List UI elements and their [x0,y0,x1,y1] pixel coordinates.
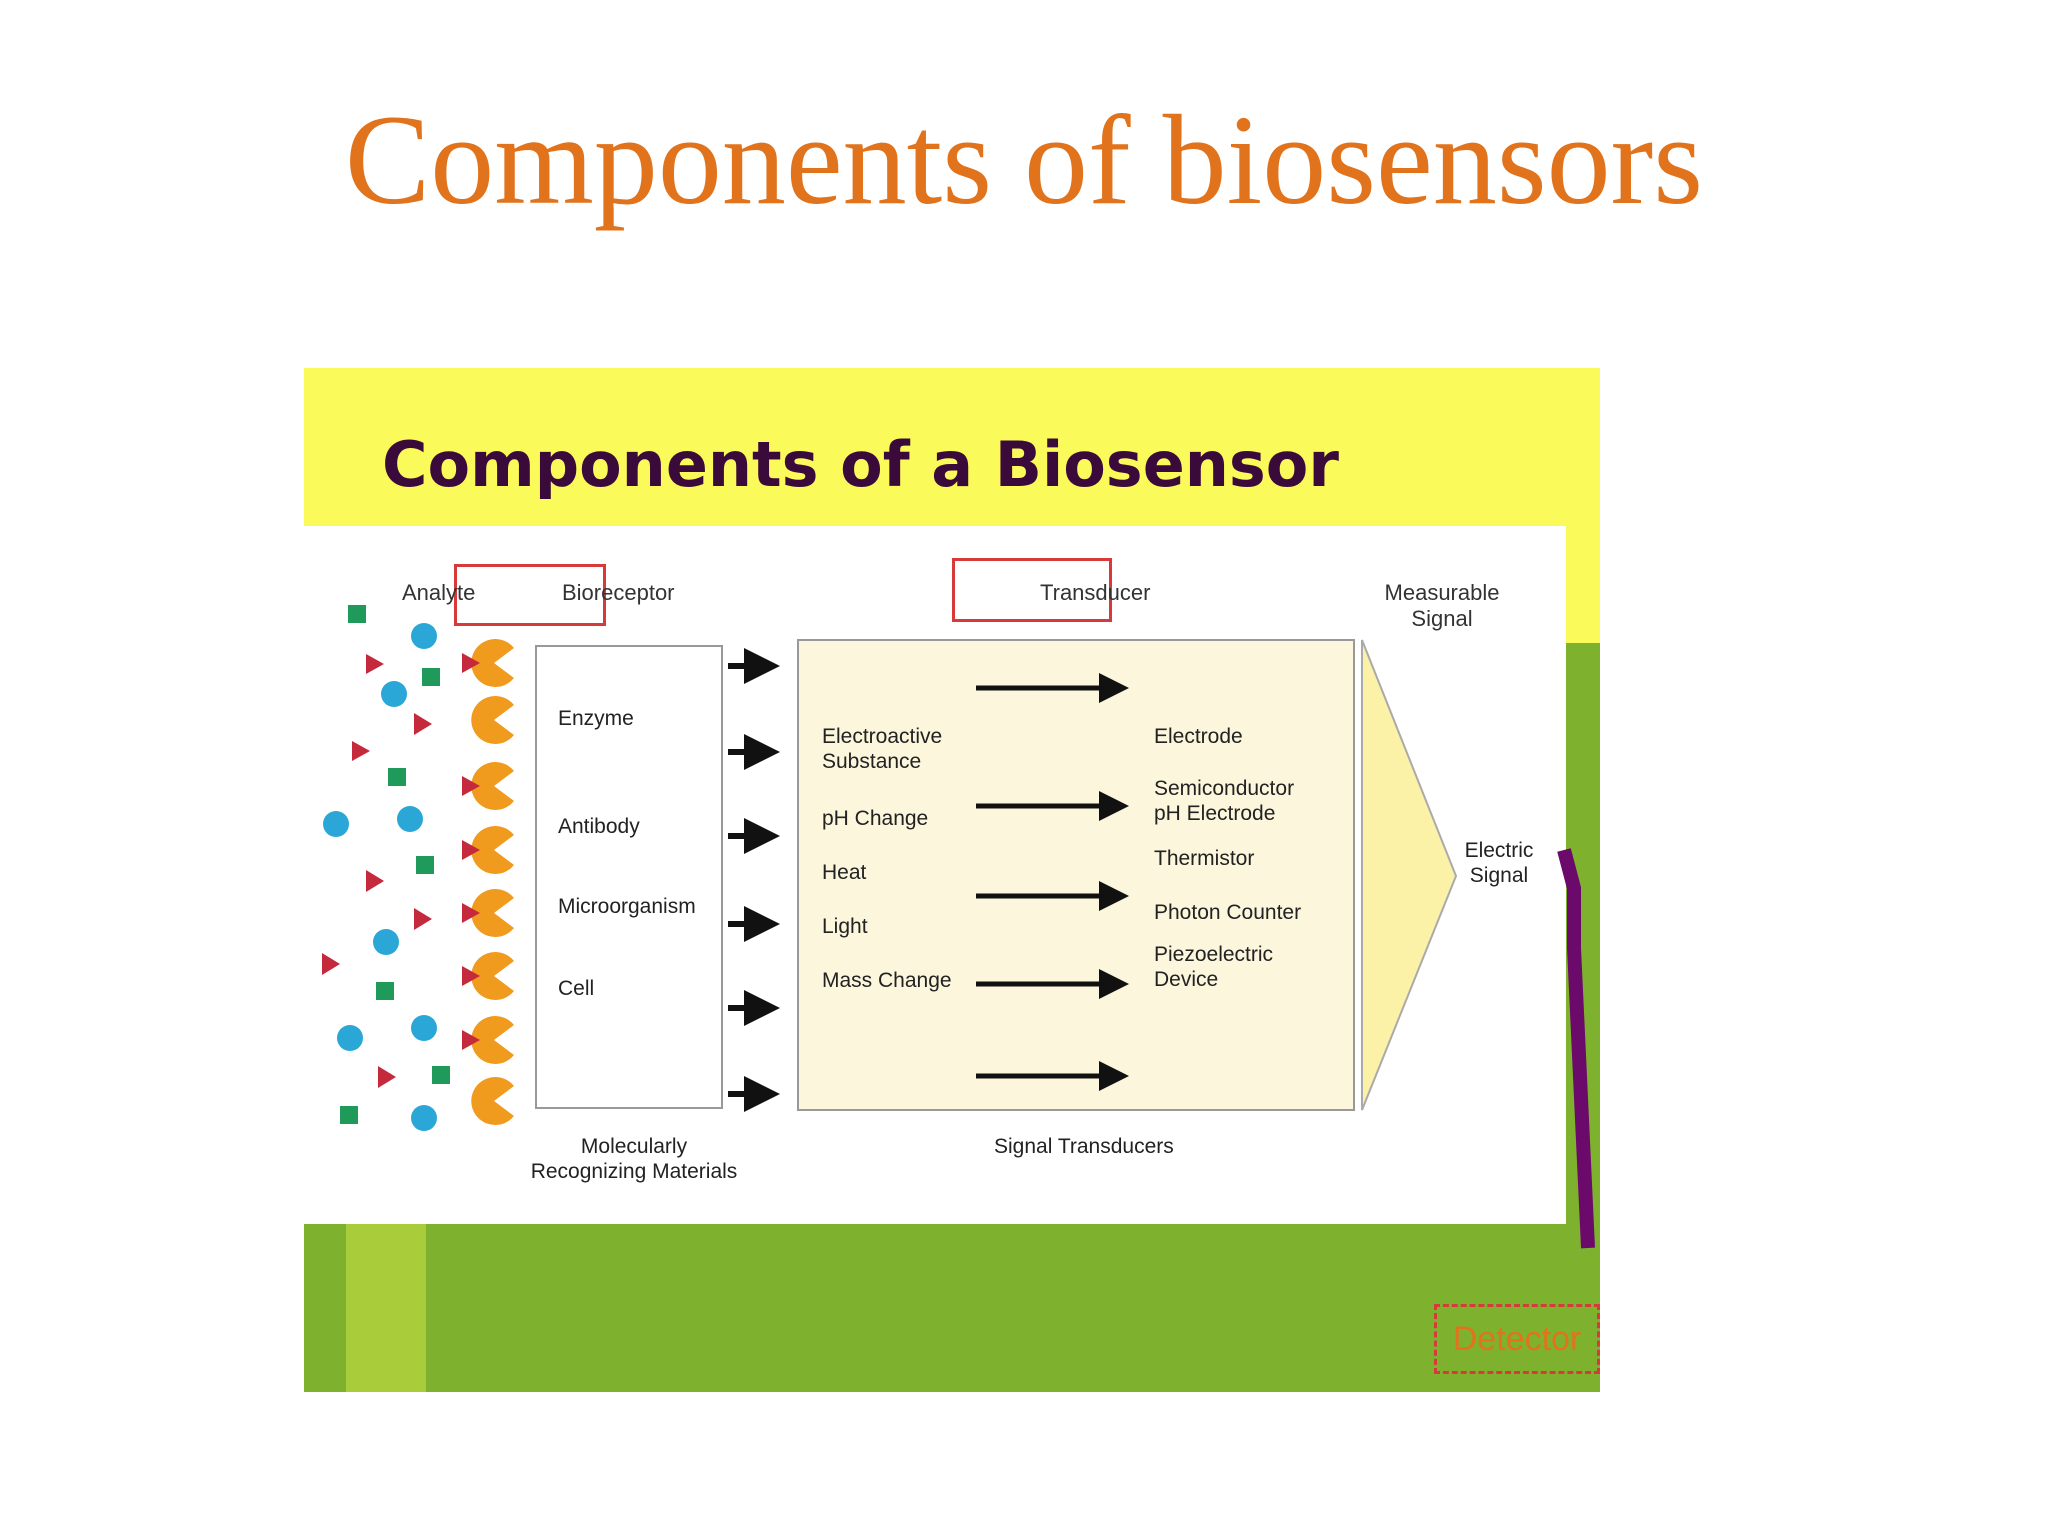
analyte-circle [411,623,437,649]
analyte-triangle [322,953,340,975]
transducer-input-light: Light [822,915,868,938]
analyte-square [376,982,394,1000]
analyte-circle [337,1025,363,1051]
electric-signal-line [1557,848,1595,1249]
bioreceptor-item-enzyme: Enzyme [558,707,634,730]
analyte-square [416,856,434,874]
analyte-circle [323,811,349,837]
bioreceptor [462,826,514,874]
analyte-triangle [366,654,384,674]
bioreceptor [462,1016,514,1064]
measurable-signal-label: Measurable Signal [1384,580,1500,632]
analyte-square [388,768,406,786]
bioreceptor-item-antibody: Antibody [558,815,640,838]
bioreceptor [471,696,514,744]
bioreceptor-label: Bioreceptor [562,580,675,605]
green-left-strip [346,1220,426,1392]
signal-arrow [1361,639,1458,1111]
bioreceptor [462,889,514,937]
analyte-square [340,1106,358,1124]
green-band [304,1220,1600,1392]
transducer-box [797,639,1355,1111]
analyte-circle [381,681,407,707]
transducer-label: Transducer [1040,580,1151,605]
analyte-label: Analyte [402,580,476,605]
transducer-output-semiconductor: Semiconductor pH Electrode [1154,777,1295,826]
bioreceptor-item-cell: Cell [558,977,595,1000]
transducer-input-electroactive: Electroactive Substance [822,725,943,774]
bioreceptor [471,1077,514,1125]
analyte-particles [322,605,450,1131]
biosensor-figure: Components of a Biosensor [304,368,1600,1392]
transducer-output-piezoelectric: Piezoelectric Device [1154,943,1274,992]
analyte-circle [397,806,423,832]
analyte-square [432,1066,450,1084]
analyte-circle [411,1105,437,1131]
bioreceptor [462,762,514,810]
slide-title: Components of biosensors [344,89,1704,231]
transducer-output-thermistor: Thermistor [1154,847,1255,870]
analyte-circle [411,1015,437,1041]
transducer-output-electrode: Electrode [1154,725,1243,748]
transducer-input-heat: Heat [822,861,867,884]
transducer-output-photon-counter: Photon Counter [1154,901,1302,924]
analyte-square [348,605,366,623]
diagram-graphics [322,605,1595,1249]
analyte-triangle [352,741,370,761]
electric-signal-label: Electric Signal [1464,839,1534,888]
detector-label: Detector [1434,1304,1600,1374]
bioreceptor [462,639,514,687]
transducer-highlight-box [952,558,1112,622]
analyte-triangle [414,713,432,735]
analyte-triangle [366,870,384,892]
molecularly-recognizing-label: Molecularly Recognizing Materials [530,1135,738,1184]
receptor-to-transducer-arrows [728,648,780,1112]
bioreceptor-column [462,639,514,1125]
signal-transducers-label: Signal Transducers [994,1135,1174,1158]
bioreceptor-highlight-box [454,564,606,626]
analyte-triangle [378,1066,396,1088]
bioreceptor-box [535,645,723,1109]
transducer-arrows [976,673,1129,1091]
transducer-input-mass-change: Mass Change [822,969,952,992]
analyte-square [422,668,440,686]
bioreceptor-item-microorganism: Microorganism [558,895,696,918]
analyte-triangle [414,908,432,930]
analyte-circle [373,929,399,955]
figure-heading: Components of a Biosensor [382,428,1339,501]
bioreceptor [462,952,514,1000]
transducer-input-ph-change: pH Change [822,807,929,830]
